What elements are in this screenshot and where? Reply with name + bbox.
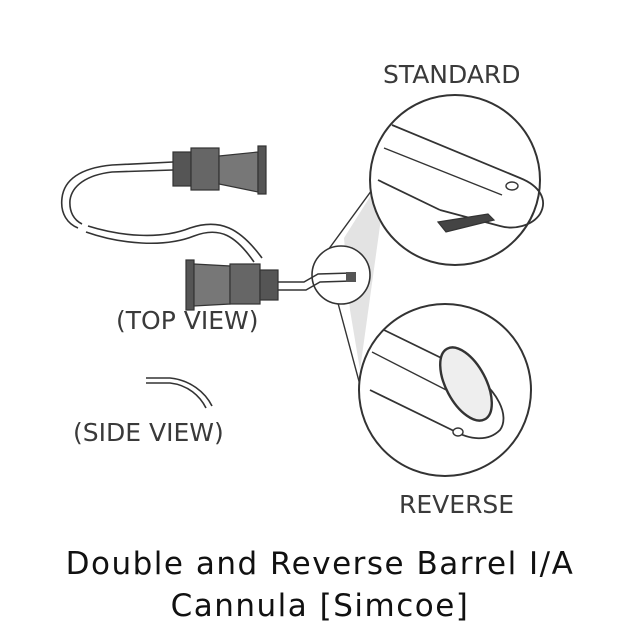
product-caption: Double and Reverse Barrel I/A Cannula [S… (0, 543, 640, 627)
top-view-label: (TOP VIEW) (116, 306, 259, 335)
lower-tubing (87, 223, 263, 259)
upper-luer-hub (172, 145, 267, 195)
cone-edge-bottom (334, 291, 361, 386)
upper-tubing (60, 161, 174, 229)
caption-line-2: Cannula [Simcoe] (170, 588, 470, 624)
lower-tubing-inner (85, 231, 255, 263)
side-view-curve (146, 377, 213, 407)
side-view-curve-inner (146, 382, 207, 409)
cannula-shaft (278, 272, 353, 283)
reverse-label: REVERSE (399, 490, 515, 519)
side-view-label: (SIDE VIEW) (73, 418, 224, 447)
reverse-magnified-view (358, 303, 532, 477)
standard-magnified-view (369, 94, 544, 266)
upper-tubing-inner (69, 169, 174, 225)
cannula-tip (346, 272, 356, 282)
cannula-shaft-lower (278, 280, 353, 291)
lower-luer-hub (185, 259, 279, 311)
standard-label: STANDARD (383, 60, 521, 89)
tip-detail-circle (311, 245, 371, 305)
caption-line-1: Double and Reverse Barrel I/A (65, 546, 575, 582)
